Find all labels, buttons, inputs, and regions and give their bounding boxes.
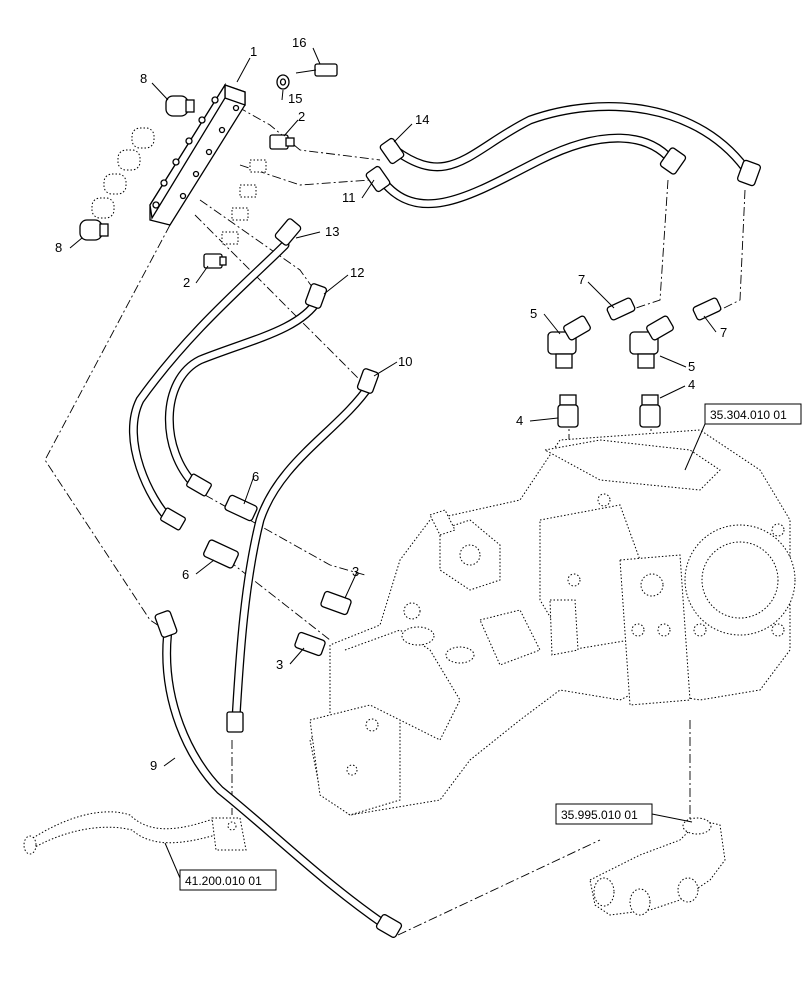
fitting-7-left (606, 297, 636, 321)
reference-box-manifold: 35.995.010 01 (555, 803, 653, 825)
callout-7-left: 7 (578, 272, 585, 287)
callout-5-right: 5 (688, 359, 695, 374)
hoses (128, 101, 755, 930)
adapter-6-bottom (203, 539, 239, 569)
adapters (203, 494, 352, 657)
callout-2-top: 2 (298, 109, 305, 124)
adapter-4-left (557, 394, 579, 428)
callout-4-right: 4 (688, 377, 695, 392)
reference-manifold-label: 35.995.010 01 (561, 808, 638, 822)
callout-10: 10 (398, 354, 412, 369)
fittings-block (203, 134, 295, 269)
manifold-block (149, 82, 246, 226)
callout-2-bottom: 2 (183, 275, 190, 290)
callout-3-bottom: 3 (276, 657, 283, 672)
cap-2 (131, 127, 155, 149)
tees-and-fittings (547, 297, 722, 428)
callout-16: 16 (292, 35, 306, 50)
lower-manifold (589, 817, 726, 916)
adapter-6-top (224, 494, 258, 522)
lower-tube (23, 811, 247, 855)
adapter-3-top (320, 590, 352, 616)
callout-13: 13 (325, 224, 339, 239)
callout-3-top: 3 (352, 564, 359, 579)
adapter-3-bottom (294, 631, 326, 657)
adapter-4-right (639, 394, 661, 428)
callout-7-right: 7 (720, 325, 727, 340)
reference-box-pump: 35.304.010 01 (704, 403, 802, 425)
caps (79, 95, 195, 241)
fitting-2-top (269, 134, 295, 150)
callout-15: 15 (288, 91, 302, 106)
pump-assembly (309, 429, 796, 816)
tee-5-right (629, 315, 674, 369)
bolt-and-washer (276, 63, 338, 90)
reference-tube-label: 41.200.010 01 (185, 874, 262, 888)
callout-8-top: 8 (140, 71, 147, 86)
cap-top (165, 95, 195, 117)
callout-4-left: 4 (516, 413, 523, 428)
hose-ends (154, 137, 762, 938)
callout-14: 14 (415, 112, 429, 127)
reference-box-tube: 41.200.010 01 (179, 869, 277, 891)
tee-5-left (547, 315, 591, 369)
callout-5-left: 5 (530, 306, 537, 321)
fitting-7-right (692, 297, 722, 321)
callout-8-bottom: 8 (55, 240, 62, 255)
cap-4 (103, 173, 127, 195)
fitting-2-bottom (203, 253, 227, 269)
cap-3 (117, 149, 141, 171)
callout-9: 9 (150, 758, 157, 773)
reference-pump-label: 35.304.010 01 (710, 408, 787, 422)
callout-labels: 1 16 15 8 2 14 11 13 8 2 12 7 5 7 10 5 4… (55, 35, 727, 773)
callout-6-bottom: 6 (182, 567, 189, 582)
callout-6-top: 6 (252, 469, 259, 484)
callout-11: 11 (342, 190, 356, 205)
callout-12: 12 (350, 265, 364, 280)
callout-1: 1 (250, 44, 257, 59)
cap-bottom (79, 219, 109, 241)
leader-lines (69, 47, 717, 879)
cap-5 (91, 197, 115, 219)
